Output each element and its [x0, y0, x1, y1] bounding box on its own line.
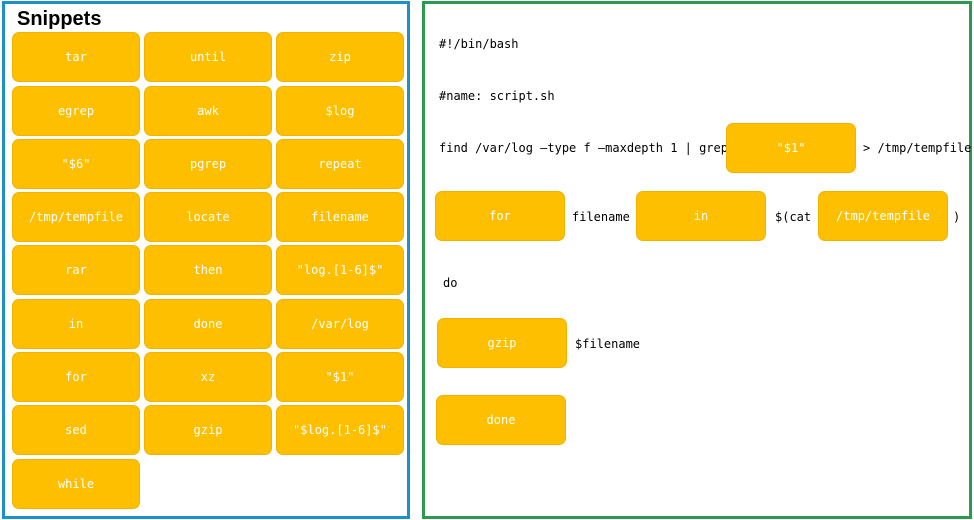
- snippet-tile[interactable]: "$1": [276, 352, 404, 402]
- drop-slot-cat-argument[interactable]: /tmp/tempfile: [818, 191, 948, 241]
- snippet-tile[interactable]: then: [144, 245, 272, 295]
- do-keyword-text: do: [443, 276, 458, 290]
- name-comment-line: #name: script.sh: [439, 89, 555, 103]
- snippet-tile[interactable]: awk: [144, 86, 272, 136]
- snippet-tile[interactable]: filename: [276, 192, 404, 242]
- snippet-tile[interactable]: "$log.[1-6]$": [276, 405, 404, 455]
- filename-argument-text: $filename: [575, 337, 641, 351]
- snippet-tile[interactable]: until: [144, 32, 272, 82]
- close-paren-text: ): [953, 210, 961, 224]
- snippet-tile[interactable]: gzip: [144, 405, 272, 455]
- snippet-tile[interactable]: /var/log: [276, 299, 404, 349]
- cat-substitution-text: $(cat: [775, 210, 812, 224]
- drop-slot-grep-argument[interactable]: "$1": [726, 123, 856, 173]
- snippet-tile[interactable]: $log: [276, 86, 404, 136]
- snippet-tile[interactable]: egrep: [12, 86, 140, 136]
- snippet-tile[interactable]: sed: [12, 405, 140, 455]
- snippet-tile[interactable]: tar: [12, 32, 140, 82]
- redirect-text: > /tmp/tempfile: [863, 141, 972, 155]
- drop-slot-loop-keyword[interactable]: for: [435, 191, 565, 241]
- snippet-tile[interactable]: /tmp/tempfile: [12, 192, 140, 242]
- snippet-tile[interactable]: "log.[1-6]$": [276, 245, 404, 295]
- filename-variable-text: filename: [572, 210, 630, 224]
- snippet-tile[interactable]: locate: [144, 192, 272, 242]
- snippet-tile[interactable]: while: [12, 459, 140, 509]
- find-command-text: find /var/log –type f –maxdepth 1 | grep: [439, 141, 728, 155]
- snippet-tile[interactable]: for: [12, 352, 140, 402]
- snippet-tile[interactable]: in: [12, 299, 140, 349]
- drop-slot-in-keyword[interactable]: in: [636, 191, 766, 241]
- snippet-tile[interactable]: rar: [12, 245, 140, 295]
- snippet-tile[interactable]: xz: [144, 352, 272, 402]
- snippet-tile[interactable]: done: [144, 299, 272, 349]
- drop-slot-done-keyword[interactable]: done: [436, 395, 566, 445]
- snippet-tile[interactable]: "$6": [12, 139, 140, 189]
- shebang-line: #!/bin/bash: [439, 37, 519, 51]
- snippets-title: Snippets: [17, 8, 102, 30]
- snippet-tile[interactable]: pgrep: [144, 139, 272, 189]
- snippet-tile[interactable]: repeat: [276, 139, 404, 189]
- script-workspace: #!/bin/bash #name: script.sh find /var/l…: [422, 1, 972, 519]
- snippet-tile[interactable]: zip: [276, 32, 404, 82]
- drop-slot-compress-command[interactable]: gzip: [437, 318, 567, 368]
